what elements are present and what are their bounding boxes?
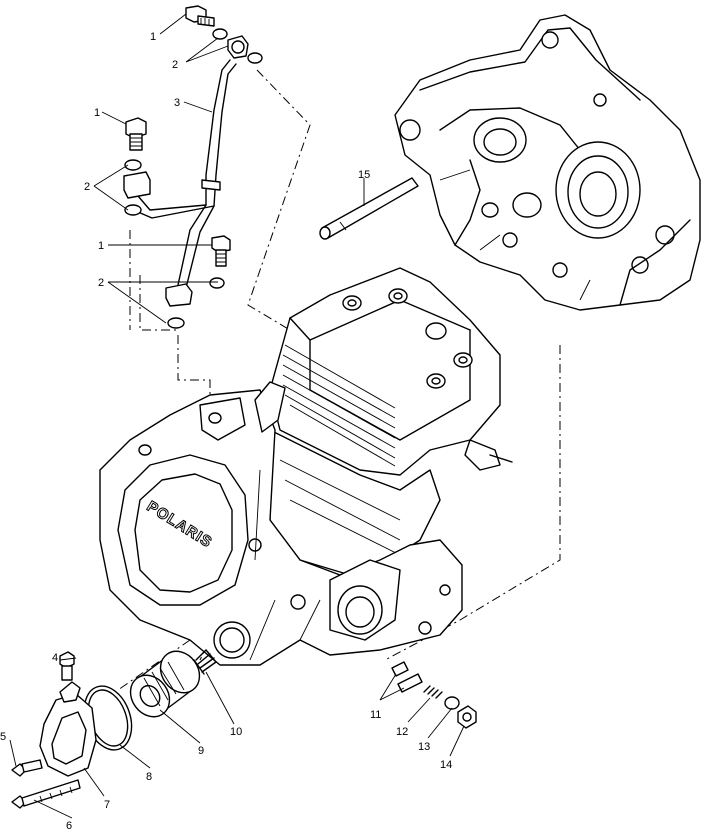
head-bolt bbox=[342, 295, 362, 311]
spring-part-12 bbox=[423, 685, 443, 699]
oil-line-tube bbox=[137, 59, 237, 289]
washer-low-1 bbox=[209, 277, 225, 289]
callout-2: 2 bbox=[98, 277, 104, 289]
callout-15: 15 bbox=[358, 169, 370, 181]
washer-part-13 bbox=[444, 696, 460, 710]
callout-labels: 1 2 3 1 2 1 2 15 4 5 6 7 8 9 10 11 12 13… bbox=[0, 31, 452, 831]
side-cover: POLARIS bbox=[117, 454, 249, 606]
bolt-part-6 bbox=[11, 779, 81, 809]
callout-1: 1 bbox=[98, 240, 104, 252]
washer-top-2 bbox=[247, 52, 263, 64]
callout-7: 7 bbox=[104, 799, 110, 811]
callout-10: 10 bbox=[230, 726, 242, 738]
oil-filter-group bbox=[11, 649, 217, 809]
head-bolt bbox=[388, 288, 408, 304]
callout-2: 2 bbox=[84, 181, 90, 193]
banjo-bolt-lower bbox=[211, 235, 231, 267]
shaft-part-15 bbox=[319, 177, 419, 240]
banjo-bolt-middle bbox=[125, 117, 147, 151]
callout-4: 4 bbox=[52, 652, 58, 664]
callout-1: 1 bbox=[94, 107, 100, 119]
callout-3: 3 bbox=[174, 97, 180, 109]
washer-top-1 bbox=[212, 28, 228, 40]
banjo-fitting-low bbox=[165, 283, 193, 307]
banjo-bolt-top bbox=[185, 5, 215, 27]
callout-13: 13 bbox=[418, 741, 430, 753]
callout-6: 6 bbox=[66, 820, 72, 831]
filter-cover-part-7 bbox=[39, 681, 97, 777]
callout-8: 8 bbox=[146, 771, 152, 783]
engine-assembly: POLARIS bbox=[99, 267, 513, 666]
callout-11: 11 bbox=[370, 709, 381, 721]
washer-mid-1 bbox=[124, 159, 142, 171]
leader-lines bbox=[9, 13, 465, 819]
head-bolt bbox=[453, 352, 473, 368]
callout-5: 5 bbox=[0, 731, 6, 743]
oil-filter-part-9 bbox=[129, 650, 201, 718]
drain-group bbox=[391, 661, 477, 729]
oil-line-assembly bbox=[123, 5, 263, 329]
cylinder-fins bbox=[282, 344, 396, 467]
washer-low-2 bbox=[167, 317, 185, 329]
banjo-fitting-mid bbox=[123, 171, 151, 199]
crankcase-half bbox=[394, 14, 701, 311]
dowel-pins-part-11 bbox=[391, 661, 423, 693]
callout-12: 12 bbox=[396, 726, 408, 738]
callout-9: 9 bbox=[198, 745, 204, 757]
callout-14: 14 bbox=[440, 759, 452, 771]
bolt-part-5 bbox=[11, 759, 43, 777]
head-bolt bbox=[425, 322, 447, 340]
callout-2: 2 bbox=[172, 59, 178, 71]
drain-plug-part-14 bbox=[457, 705, 477, 729]
washer-mid-2 bbox=[124, 204, 142, 216]
head-bolt bbox=[426, 373, 446, 389]
plug-part-4 bbox=[59, 651, 75, 681]
callout-1: 1 bbox=[150, 31, 156, 43]
